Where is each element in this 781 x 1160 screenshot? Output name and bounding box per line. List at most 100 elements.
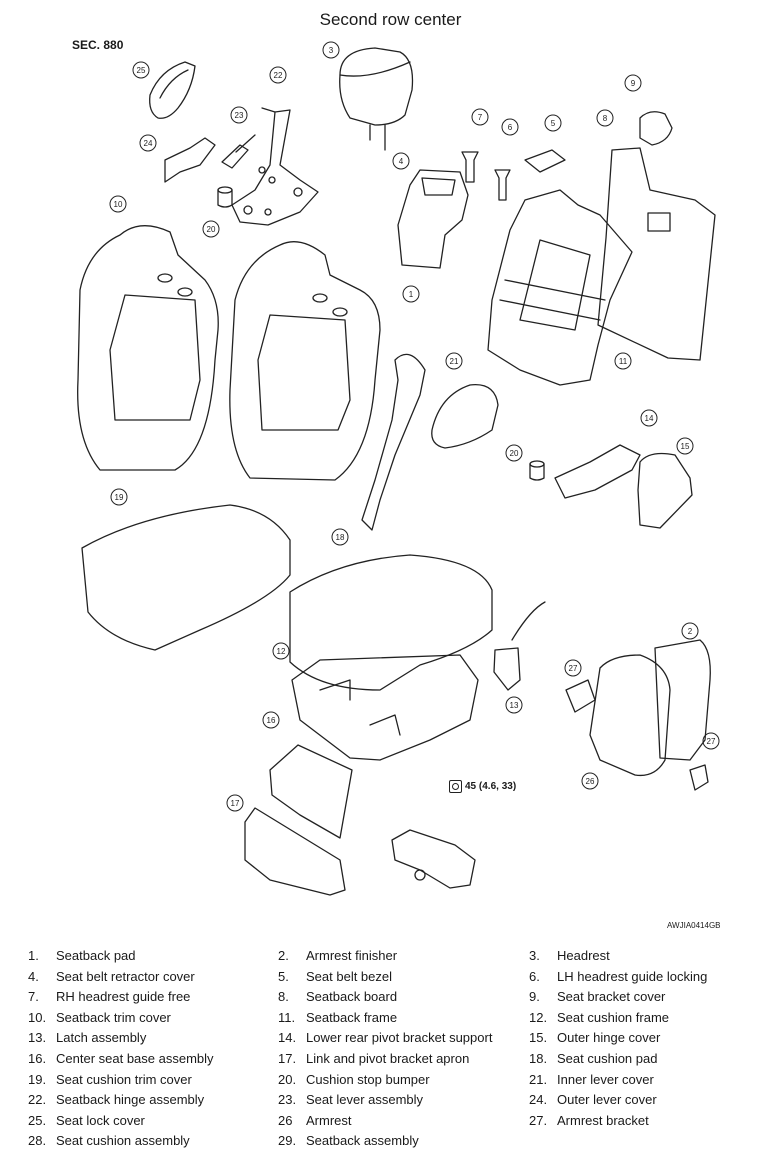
callout-19: 19 [115, 493, 124, 502]
legend-label: Cushion stop bumper [306, 1071, 430, 1087]
legend-label: RH headrest guide free [56, 989, 191, 1005]
legend-number: 17. [278, 1051, 297, 1066]
torque-spec: 45 (4.6, 33) [449, 780, 516, 793]
legend-label: Seat cushion assembly [56, 1133, 190, 1149]
board-opening [647, 212, 671, 232]
callout-1: 1 [409, 290, 414, 299]
legend-number: 9. [529, 989, 540, 1005]
legend-label: Seatback board [306, 989, 398, 1005]
seat-lever-assembly [221, 134, 256, 169]
legend-label: Outer lever cover [557, 1092, 657, 1108]
legend-number: 29. [278, 1133, 297, 1149]
legend-label: Armrest bracket [557, 1112, 649, 1128]
legend-number: 15. [529, 1030, 548, 1046]
callout-25: 25 [137, 66, 146, 75]
page-title: Second row center [319, 10, 462, 29]
legend-number: 11. [278, 1009, 296, 1025]
callout-20: 20 [207, 225, 216, 234]
legend-label: Seatback trim cover [56, 1009, 171, 1025]
callout-14: 14 [645, 414, 654, 423]
legend-number: 22. [28, 1092, 47, 1108]
legend-number: 14. [278, 1030, 297, 1046]
legend-label: Lower rear pivot bracket support [306, 1030, 493, 1046]
legend-number: 21. [529, 1071, 548, 1087]
callout-7: 7 [478, 113, 483, 122]
center-seat-base-assembly [269, 744, 353, 839]
callout-15: 15 [681, 442, 690, 451]
seatback-frame [487, 189, 633, 386]
legend-number: 12. [529, 1009, 548, 1025]
legend-number: 26 [278, 1112, 293, 1128]
legend-number: 16. [28, 1051, 47, 1066]
legend-label: Link and pivot bracket apron [306, 1051, 470, 1066]
inner-lever-cover [431, 384, 499, 449]
seatback-pad [229, 241, 381, 481]
callout-6: 6 [508, 123, 513, 132]
seat-cushion-trim-cover [81, 504, 291, 651]
seatback-board [597, 147, 716, 361]
callout-20-lower: 20 [510, 449, 519, 458]
diagram-code: AWJIA0414GB [667, 921, 721, 930]
legend-label: Seat cushion frame [557, 1009, 670, 1025]
legend-number: 6. [529, 968, 540, 984]
legend-label: Headrest [557, 948, 610, 963]
armrest [589, 654, 671, 777]
callout-2: 2 [688, 627, 693, 636]
seat-bracket-cover [639, 111, 673, 146]
legend-number: 23. [278, 1092, 297, 1108]
outer-hinge-cover [637, 452, 693, 529]
callout-22: 22 [274, 71, 283, 80]
legend-label: Seatback hinge assembly [56, 1092, 205, 1108]
section-label: SEC. 880 [72, 38, 124, 52]
legend-label: Armrest finisher [306, 948, 398, 963]
callout-18: 18 [336, 533, 345, 542]
legend-number: 2. [278, 948, 289, 963]
legend-label: Armrest [306, 1112, 352, 1128]
legend-number: 20. [278, 1071, 297, 1087]
armrest-bracket-2 [689, 764, 709, 791]
callout-10: 10 [114, 200, 123, 209]
callout-8: 8 [603, 114, 608, 123]
legend-number: 28. [28, 1133, 47, 1149]
callout-26: 26 [586, 777, 595, 786]
washer [414, 869, 426, 881]
legend-number: 7. [28, 989, 39, 1005]
legend-number: 24. [529, 1092, 548, 1108]
legend-number: 13. [28, 1030, 47, 1046]
legend-label: Seatback assembly [306, 1133, 419, 1149]
legend-label: Center seat base assembly [56, 1051, 214, 1066]
callout-4: 4 [399, 157, 404, 166]
callout-21: 21 [450, 357, 459, 366]
pivot-bracket [391, 829, 476, 889]
legend-label: Seatback pad [56, 948, 136, 963]
latch-assembly [493, 601, 546, 691]
legend-label: Seat belt bezel [306, 968, 393, 984]
callout-11: 11 [619, 357, 628, 366]
seat-lock-cover [149, 61, 196, 119]
legend-label: Seat bracket cover [557, 989, 666, 1005]
legend-label: LH headrest guide locking [557, 968, 708, 984]
legend-label: Seat cushion pad [557, 1051, 658, 1066]
link-pivot-bracket-apron [244, 807, 346, 896]
exploded-view-diagram: 25 22 23 24 20 3 10 7 6 5 4 8 9 1 11 21 … [77, 41, 720, 896]
armrest-finisher [654, 639, 711, 761]
headrest [339, 47, 414, 151]
legend-label: Outer hinge cover [557, 1030, 661, 1046]
callout-markers: 25 22 23 24 20 3 10 7 6 5 4 8 9 1 11 21 … [109, 41, 720, 812]
torque-value: 45 (4.6, 33) [465, 781, 517, 792]
seatback-hinge-assembly [231, 107, 319, 226]
legend-label: Seat cushion trim cover [56, 1071, 192, 1087]
legend-number: 8. [278, 989, 289, 1005]
callout-24: 24 [144, 139, 153, 148]
seat-belt [361, 353, 426, 531]
armrest-bracket [565, 679, 596, 713]
legend-number: 3. [529, 948, 540, 963]
cushion-stop-bumper-lower [529, 460, 545, 481]
torque-wrench-icon [449, 780, 462, 793]
legend-number: 18. [529, 1051, 548, 1066]
legend-label: Seatback frame [306, 1009, 398, 1025]
seat-cushion-pad [289, 554, 493, 691]
seatback-trim-cover [77, 225, 219, 471]
seat-belt-retractor-cover [397, 169, 469, 269]
